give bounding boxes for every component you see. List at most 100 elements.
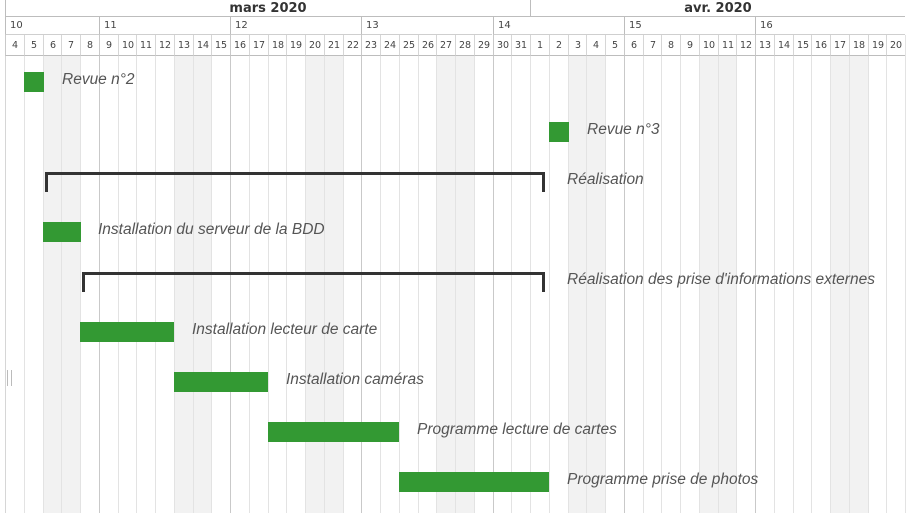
- weekend-column: [586, 56, 605, 513]
- task-label: Réalisation des prise d'informations ext…: [567, 271, 875, 288]
- weekend-column: [61, 56, 80, 513]
- day-header-cell: 15: [793, 35, 812, 56]
- grid-line: [605, 35, 606, 513]
- summary-bracket[interactable]: [82, 272, 545, 292]
- day-header-cell: 28: [455, 35, 474, 56]
- day-header-cell: 7: [643, 35, 662, 56]
- weekend-column: [173, 56, 193, 513]
- week-header-cell: 15: [624, 17, 755, 35]
- day-header-cell: 17: [249, 35, 268, 56]
- week-header-cell: 11: [99, 17, 230, 35]
- day-header-cell: 13: [174, 35, 193, 56]
- week-header-cell: 13: [361, 17, 492, 35]
- grid-line: [568, 35, 569, 513]
- weekend-column: [848, 56, 868, 513]
- day-header-cell: 11: [718, 35, 737, 56]
- day-header-cell: 10: [699, 35, 718, 56]
- day-header-cell: 23: [361, 35, 380, 56]
- day-header-cell: 8: [80, 35, 99, 56]
- weekend-column: [698, 56, 718, 513]
- week-header-cell: 16: [755, 17, 905, 35]
- task-label: Installation du serveur de la BDD: [98, 221, 325, 238]
- grid-line: [905, 35, 906, 513]
- day-header-cell: 30: [493, 35, 512, 56]
- task-label: Installation lecteur de carte: [192, 321, 378, 338]
- grid-line: [61, 35, 62, 513]
- task-label: Installation caméras: [286, 371, 424, 388]
- day-header-cell: 5: [605, 35, 624, 56]
- day-header-cell: 3: [568, 35, 587, 56]
- day-header-cell: 4: [5, 35, 24, 56]
- day-header-cell: 10: [118, 35, 137, 56]
- day-header-cell: 4: [586, 35, 605, 56]
- day-header-cell: 20: [886, 35, 905, 56]
- day-header-cell: 29: [474, 35, 493, 56]
- grid-line: [736, 35, 737, 513]
- day-header-cell: 20: [305, 35, 324, 56]
- month-header-cell: avr. 2020: [530, 0, 905, 17]
- grid-line: [549, 35, 550, 513]
- day-header-cell: 31: [511, 35, 530, 56]
- day-header-cell: 19: [868, 35, 887, 56]
- week-header-cell: 10: [5, 17, 99, 35]
- grid-line: [886, 35, 887, 513]
- day-header-cell: 15: [211, 35, 230, 56]
- day-header-cell: 13: [755, 35, 774, 56]
- grid-line: [80, 35, 81, 513]
- task-bar[interactable]: [268, 422, 399, 442]
- weekend-column: [305, 56, 324, 513]
- grid-line: [586, 35, 587, 513]
- day-header-cell: 2: [549, 35, 568, 56]
- week-header-cell: 14: [493, 17, 624, 35]
- day-header-cell: 14: [774, 35, 793, 56]
- day-header-cell: 24: [380, 35, 399, 56]
- day-header-cell: 18: [849, 35, 868, 56]
- grid-line: [699, 35, 700, 513]
- day-header-cell: 12: [736, 35, 755, 56]
- milestone-marker[interactable]: [549, 122, 569, 142]
- grid-line: [624, 35, 625, 513]
- weekend-column: [567, 56, 587, 513]
- week-header-cell: 12: [230, 17, 361, 35]
- day-header-cell: 12: [155, 35, 174, 56]
- resize-grip-handle[interactable]: [7, 370, 12, 386]
- day-header-cell: 6: [624, 35, 643, 56]
- grid-line: [680, 35, 681, 513]
- weekend-column: [830, 56, 849, 513]
- day-header-cell: 1: [530, 35, 549, 56]
- day-header-cell: 6: [43, 35, 62, 56]
- weekend-column: [717, 56, 737, 513]
- day-header-cell: 14: [193, 35, 212, 56]
- day-header-cell: 7: [61, 35, 80, 56]
- task-bar[interactable]: [80, 322, 174, 342]
- grid-line: [24, 35, 25, 513]
- day-header-cell: 5: [24, 35, 43, 56]
- grid-line: [43, 35, 44, 513]
- task-label: Réalisation: [567, 171, 644, 188]
- milestone-marker[interactable]: [24, 72, 44, 92]
- task-bar[interactable]: [399, 472, 549, 492]
- task-label: Programme lecture de cartes: [417, 421, 617, 438]
- day-header-cell: 25: [399, 35, 418, 56]
- grid-line: [811, 35, 812, 513]
- weekend-column: [42, 56, 62, 513]
- left-edge-line: [5, 56, 6, 513]
- day-header-cell: 16: [811, 35, 830, 56]
- grid-line: [661, 35, 662, 513]
- grid-line: [774, 35, 775, 513]
- day-header-cell: 11: [136, 35, 155, 56]
- day-header-cell: 9: [680, 35, 699, 56]
- weekend-column: [323, 56, 343, 513]
- day-header-cell: 27: [436, 35, 455, 56]
- day-header-cell: 21: [324, 35, 343, 56]
- task-bar[interactable]: [174, 372, 268, 392]
- task-label: Programme prise de photos: [567, 471, 759, 488]
- grid-line: [793, 35, 794, 513]
- weekend-column: [436, 56, 455, 513]
- summary-bracket[interactable]: [45, 172, 545, 192]
- task-bar[interactable]: [43, 222, 81, 242]
- grid-line: [755, 35, 756, 513]
- day-header-cell: 17: [830, 35, 849, 56]
- grid-line: [718, 35, 719, 513]
- day-header-cell: 8: [661, 35, 680, 56]
